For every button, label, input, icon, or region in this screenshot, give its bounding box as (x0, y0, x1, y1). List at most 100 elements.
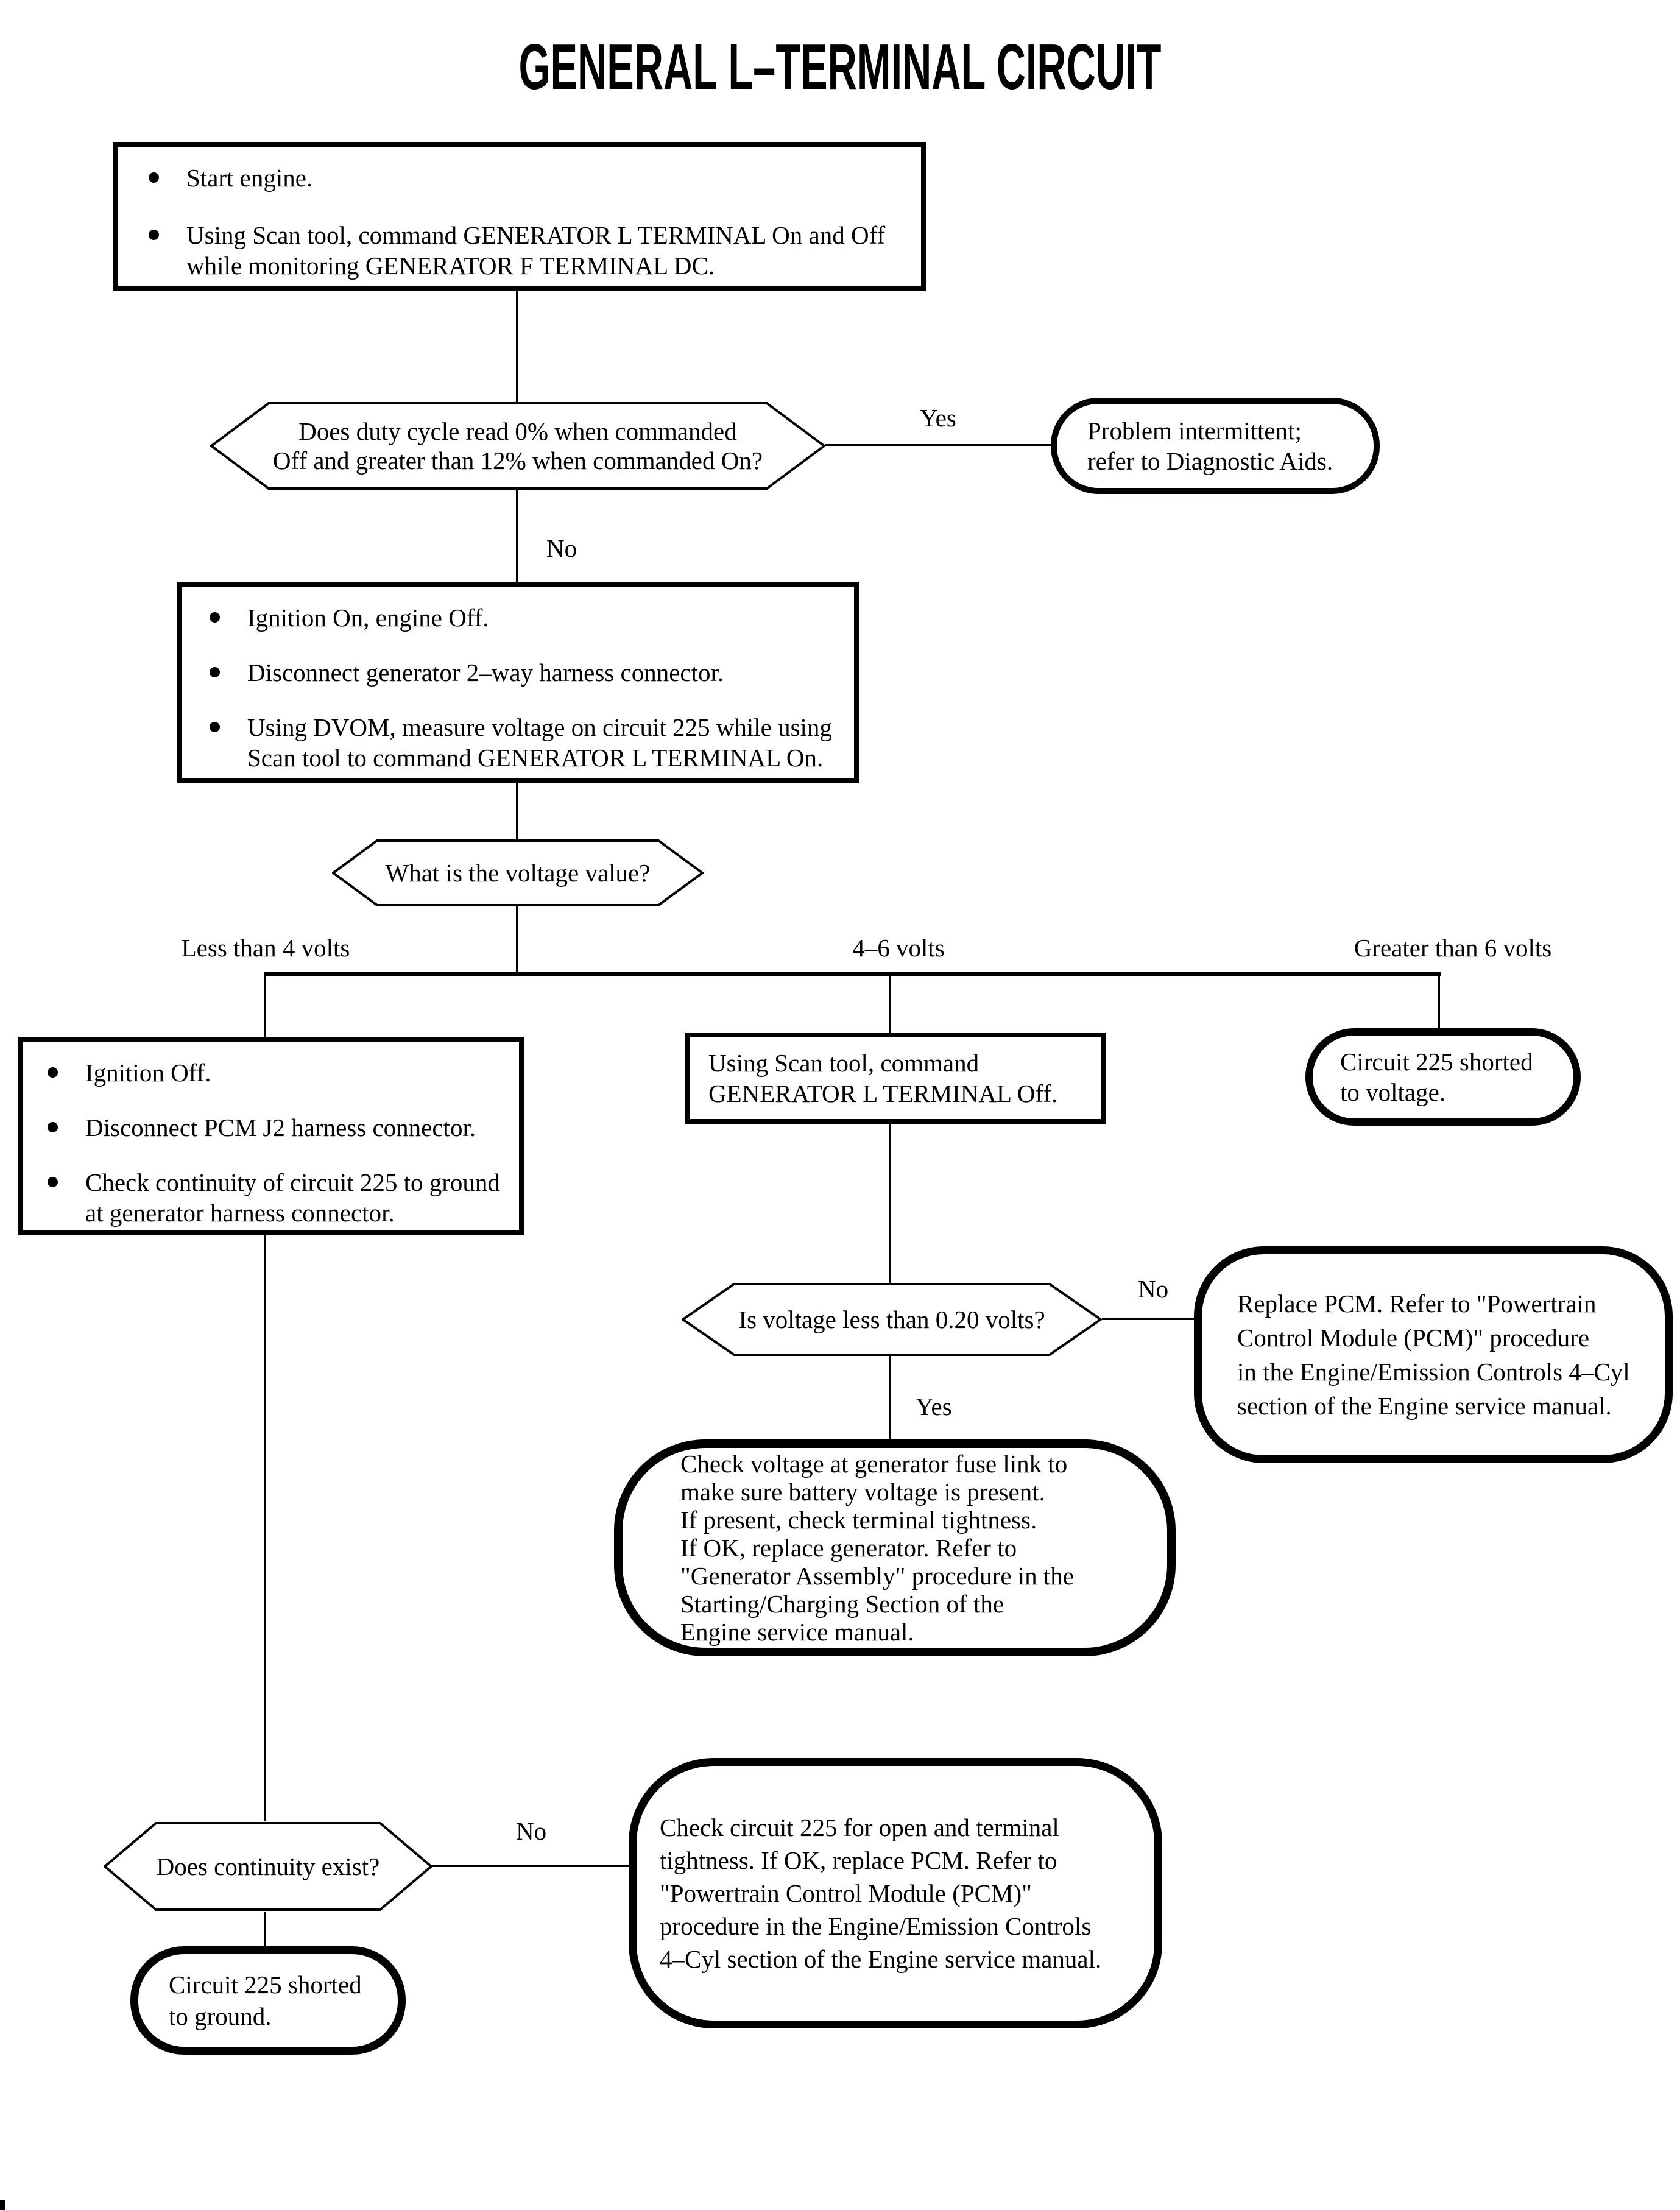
edge-label-no-continuity: No (516, 1817, 547, 1845)
edge-label-no-duty-cycle: No (546, 534, 577, 562)
bullet-item: Ignition Off. (48, 1057, 519, 1088)
decision-duty-cycle: Does duty cycle read 0% when commanded O… (210, 402, 825, 490)
terminator-check-circuit-225: Check circuit 225 for open and terminal … (629, 1758, 1162, 2028)
bullet-icon (48, 1067, 58, 1078)
terminator-line: tightness. If OK, replace PCM. Refer to (660, 1846, 1057, 1874)
connector-branch-right (1438, 975, 1440, 1029)
edge-label-greater-than-6-volts: Greater than 6 volts (1354, 934, 1552, 962)
process-box-ignition-off: Ignition Off. Disconnect PCM J2 harness … (18, 1037, 524, 1235)
edge-label-yes-lt020: Yes (916, 1393, 952, 1421)
decision-line: Does continuity exist? (156, 1852, 380, 1880)
hexagon-outline (682, 1283, 1102, 1356)
decision-line: What is the voltage value? (385, 859, 651, 887)
bullet-item: Using DVOM, measure voltage on circuit 2… (210, 712, 848, 773)
bullet-line: Scan tool to command GENERATOR L TERMINA… (247, 744, 824, 772)
terminator-line: "Generator Assembly" procedure in the (680, 1562, 1074, 1590)
connector-lt020-no (1102, 1318, 1194, 1320)
process-line: Using Scan tool, command (708, 1049, 979, 1077)
terminator-line: procedure in the Engine/Emission Control… (660, 1912, 1092, 1940)
connector-lt020-yes (889, 1356, 891, 1441)
edge-label-less-than-4-volts: Less than 4 volts (181, 934, 350, 962)
bullet-line: Disconnect generator 2–way harness conne… (247, 658, 724, 687)
bullet-icon (149, 172, 159, 183)
connector-continuity-yes (264, 1912, 266, 1947)
bullet-item: Start engine. (149, 163, 909, 193)
bullet-line: Ignition Off. (85, 1059, 211, 1087)
bullet-icon (149, 230, 159, 240)
terminator-line: Replace PCM. Refer to "Powertrain (1237, 1290, 1597, 1318)
bullet-line: Disconnect PCM J2 harness connector. (85, 1114, 476, 1142)
bullet-item: Ignition On, engine Off. (210, 602, 848, 633)
terminator-replace-pcm: Replace PCM. Refer to "Powertrain Contro… (1194, 1246, 1673, 1463)
bullet-line: Ignition On, engine Off. (247, 604, 489, 632)
connector-branch-middle (889, 975, 891, 1034)
terminator-line: to voltage. (1340, 1078, 1446, 1106)
connector-duty-cycle-no (516, 490, 518, 583)
hexagon-outline (332, 839, 704, 906)
terminator-line: Control Module (PCM)" procedure (1237, 1324, 1590, 1352)
terminator-line: "Powertrain Control Module (PCM)" (660, 1879, 1032, 1907)
terminator-line: Check circuit 225 for open and terminal (660, 1813, 1059, 1841)
terminator-line: If present, check terminal tightness. (680, 1506, 1037, 1534)
bullet-icon (210, 722, 220, 732)
terminator-shorted-to-ground: Circuit 225 shorted to ground. (130, 1946, 406, 2055)
connector-ignition-on-to-voltage-q (516, 783, 518, 841)
bullet-item: Using Scan tool, command GENERATOR L TER… (149, 220, 909, 281)
process-box-start: Start engine. Using Scan tool, command G… (113, 142, 926, 291)
terminator-line: refer to Diagnostic Aids. (1087, 447, 1333, 475)
terminator-check-fuse-link: Check voltage at generator fuse link to … (614, 1439, 1176, 1656)
terminator-shorted-to-voltage: Circuit 225 shorted to voltage. (1305, 1028, 1581, 1126)
edge-label-4-6-volts: 4–6 volts (852, 934, 945, 962)
bullet-icon (48, 1122, 58, 1132)
connector-ignition-off-to-continuity (264, 1235, 266, 1821)
bullet-line: while monitoring GENERATOR F TERMINAL DC… (186, 252, 715, 280)
connector-branch-horizontal (264, 972, 1441, 976)
bullet-line: Using DVOM, measure voltage on circuit 2… (247, 713, 832, 741)
connector-command-off-to-lt020 (889, 1124, 891, 1284)
terminator-line: section of the Engine service manual. (1237, 1392, 1612, 1420)
terminator-line: Problem intermittent; (1087, 417, 1302, 445)
terminator-line: If OK, replace generator. Refer to (680, 1534, 1017, 1562)
edge-label-yes-duty-cycle: Yes (920, 404, 956, 432)
decision-line: Off and greater than 12% when commanded … (272, 447, 763, 475)
process-line: GENERATOR L TERMINAL Off. (708, 1079, 1058, 1107)
bullet-line: Start engine. (186, 164, 313, 192)
terminator-line: Circuit 225 shorted (169, 1971, 362, 1999)
terminator-line: in the Engine/Emission Controls 4–Cyl (1237, 1358, 1630, 1386)
decision-text: What is the voltage value? (332, 839, 704, 906)
decision-text: Is voltage less than 0.20 volts? (682, 1283, 1102, 1356)
connector-branch-left (264, 975, 266, 1038)
decision-continuity: Does continuity exist? (104, 1821, 432, 1912)
connector-continuity-no (432, 1865, 629, 1867)
decision-text: Does continuity exist? (104, 1821, 432, 1912)
scan-artifact (0, 2200, 5, 2210)
decision-line: Is voltage less than 0.20 volts? (738, 1305, 1045, 1333)
connector-start-to-duty-cycle (516, 291, 518, 403)
decision-voltage-lt-020: Is voltage less than 0.20 volts? (682, 1283, 1102, 1356)
connector-duty-cycle-yes (825, 444, 1051, 446)
terminator-line: to ground. (169, 2002, 272, 2030)
decision-text: Does duty cycle read 0% when commanded O… (210, 402, 825, 490)
bullet-item: Disconnect PCM J2 harness connector. (48, 1112, 519, 1143)
bullet-icon (210, 667, 220, 677)
process-box-ignition-on: Ignition On, engine Off. Disconnect gene… (177, 582, 859, 783)
edge-label-no-lt020: No (1138, 1275, 1169, 1303)
decision-voltage-value: What is the voltage value? (332, 839, 704, 906)
terminator-line: make sure battery voltage is present. (680, 1478, 1045, 1506)
bullet-item: Check continuity of circuit 225 to groun… (48, 1167, 519, 1228)
bullet-icon (210, 612, 220, 623)
bullet-icon (48, 1177, 58, 1187)
bullet-line: at generator harness connector. (85, 1199, 395, 1227)
terminator-line: 4–Cyl section of the Engine service manu… (660, 1945, 1102, 1973)
connector-voltage-q-to-branch (516, 905, 518, 973)
decision-line: Does duty cycle read 0% when commanded (298, 417, 737, 445)
hexagon-outline (210, 402, 825, 490)
terminator-line: Check voltage at generator fuse link to (680, 1450, 1068, 1478)
page-title: GENERAL L–TERMINAL CIRCUIT (518, 31, 1162, 103)
terminator-line: Starting/Charging Section of the (680, 1590, 1004, 1618)
process-box-command-off: Using Scan tool, command GENERATOR L TER… (685, 1033, 1106, 1124)
bullet-line: Check continuity of circuit 225 to groun… (85, 1168, 500, 1196)
terminator-line: Engine service manual. (680, 1618, 914, 1646)
terminator-problem-intermittent: Problem intermittent; refer to Diagnosti… (1051, 398, 1380, 494)
